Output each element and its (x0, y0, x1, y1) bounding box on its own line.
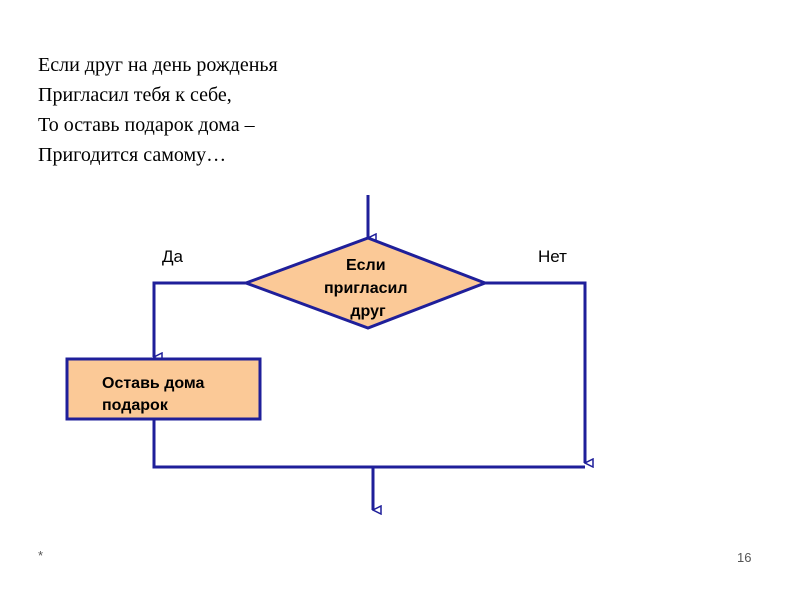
action-text: Оставь дома подарок (102, 375, 209, 414)
page-number: 16 (737, 550, 752, 565)
action-line-1: Оставь дома (102, 375, 205, 392)
action-line-2: подарок (102, 397, 169, 414)
poem-text: Если друг на день рожденья Пригласил теб… (38, 50, 278, 170)
no-branch-line (485, 281, 585, 463)
poem-line-1: Если друг на день рожденья (38, 54, 278, 76)
decision-text: Если пригласил друг (324, 257, 412, 320)
merge-line (152, 419, 585, 469)
decision-line-2: пригласил (324, 280, 408, 297)
decision-diamond (241, 236, 490, 330)
footer-mark: * (38, 548, 44, 563)
poem-line-3: То оставь подарок дома – (38, 114, 255, 136)
decision-line-1: Если (346, 257, 386, 274)
no-label: Нет (538, 247, 567, 266)
yes-label: Да (162, 247, 184, 266)
poem-line-2: Пригласил тебя к себе, (38, 84, 232, 106)
action-box (65, 357, 262, 421)
decision-line-3: друг (350, 303, 386, 320)
yes-branch-line (152, 281, 246, 357)
poem-line-4: Пригодится самому… (38, 144, 227, 166)
